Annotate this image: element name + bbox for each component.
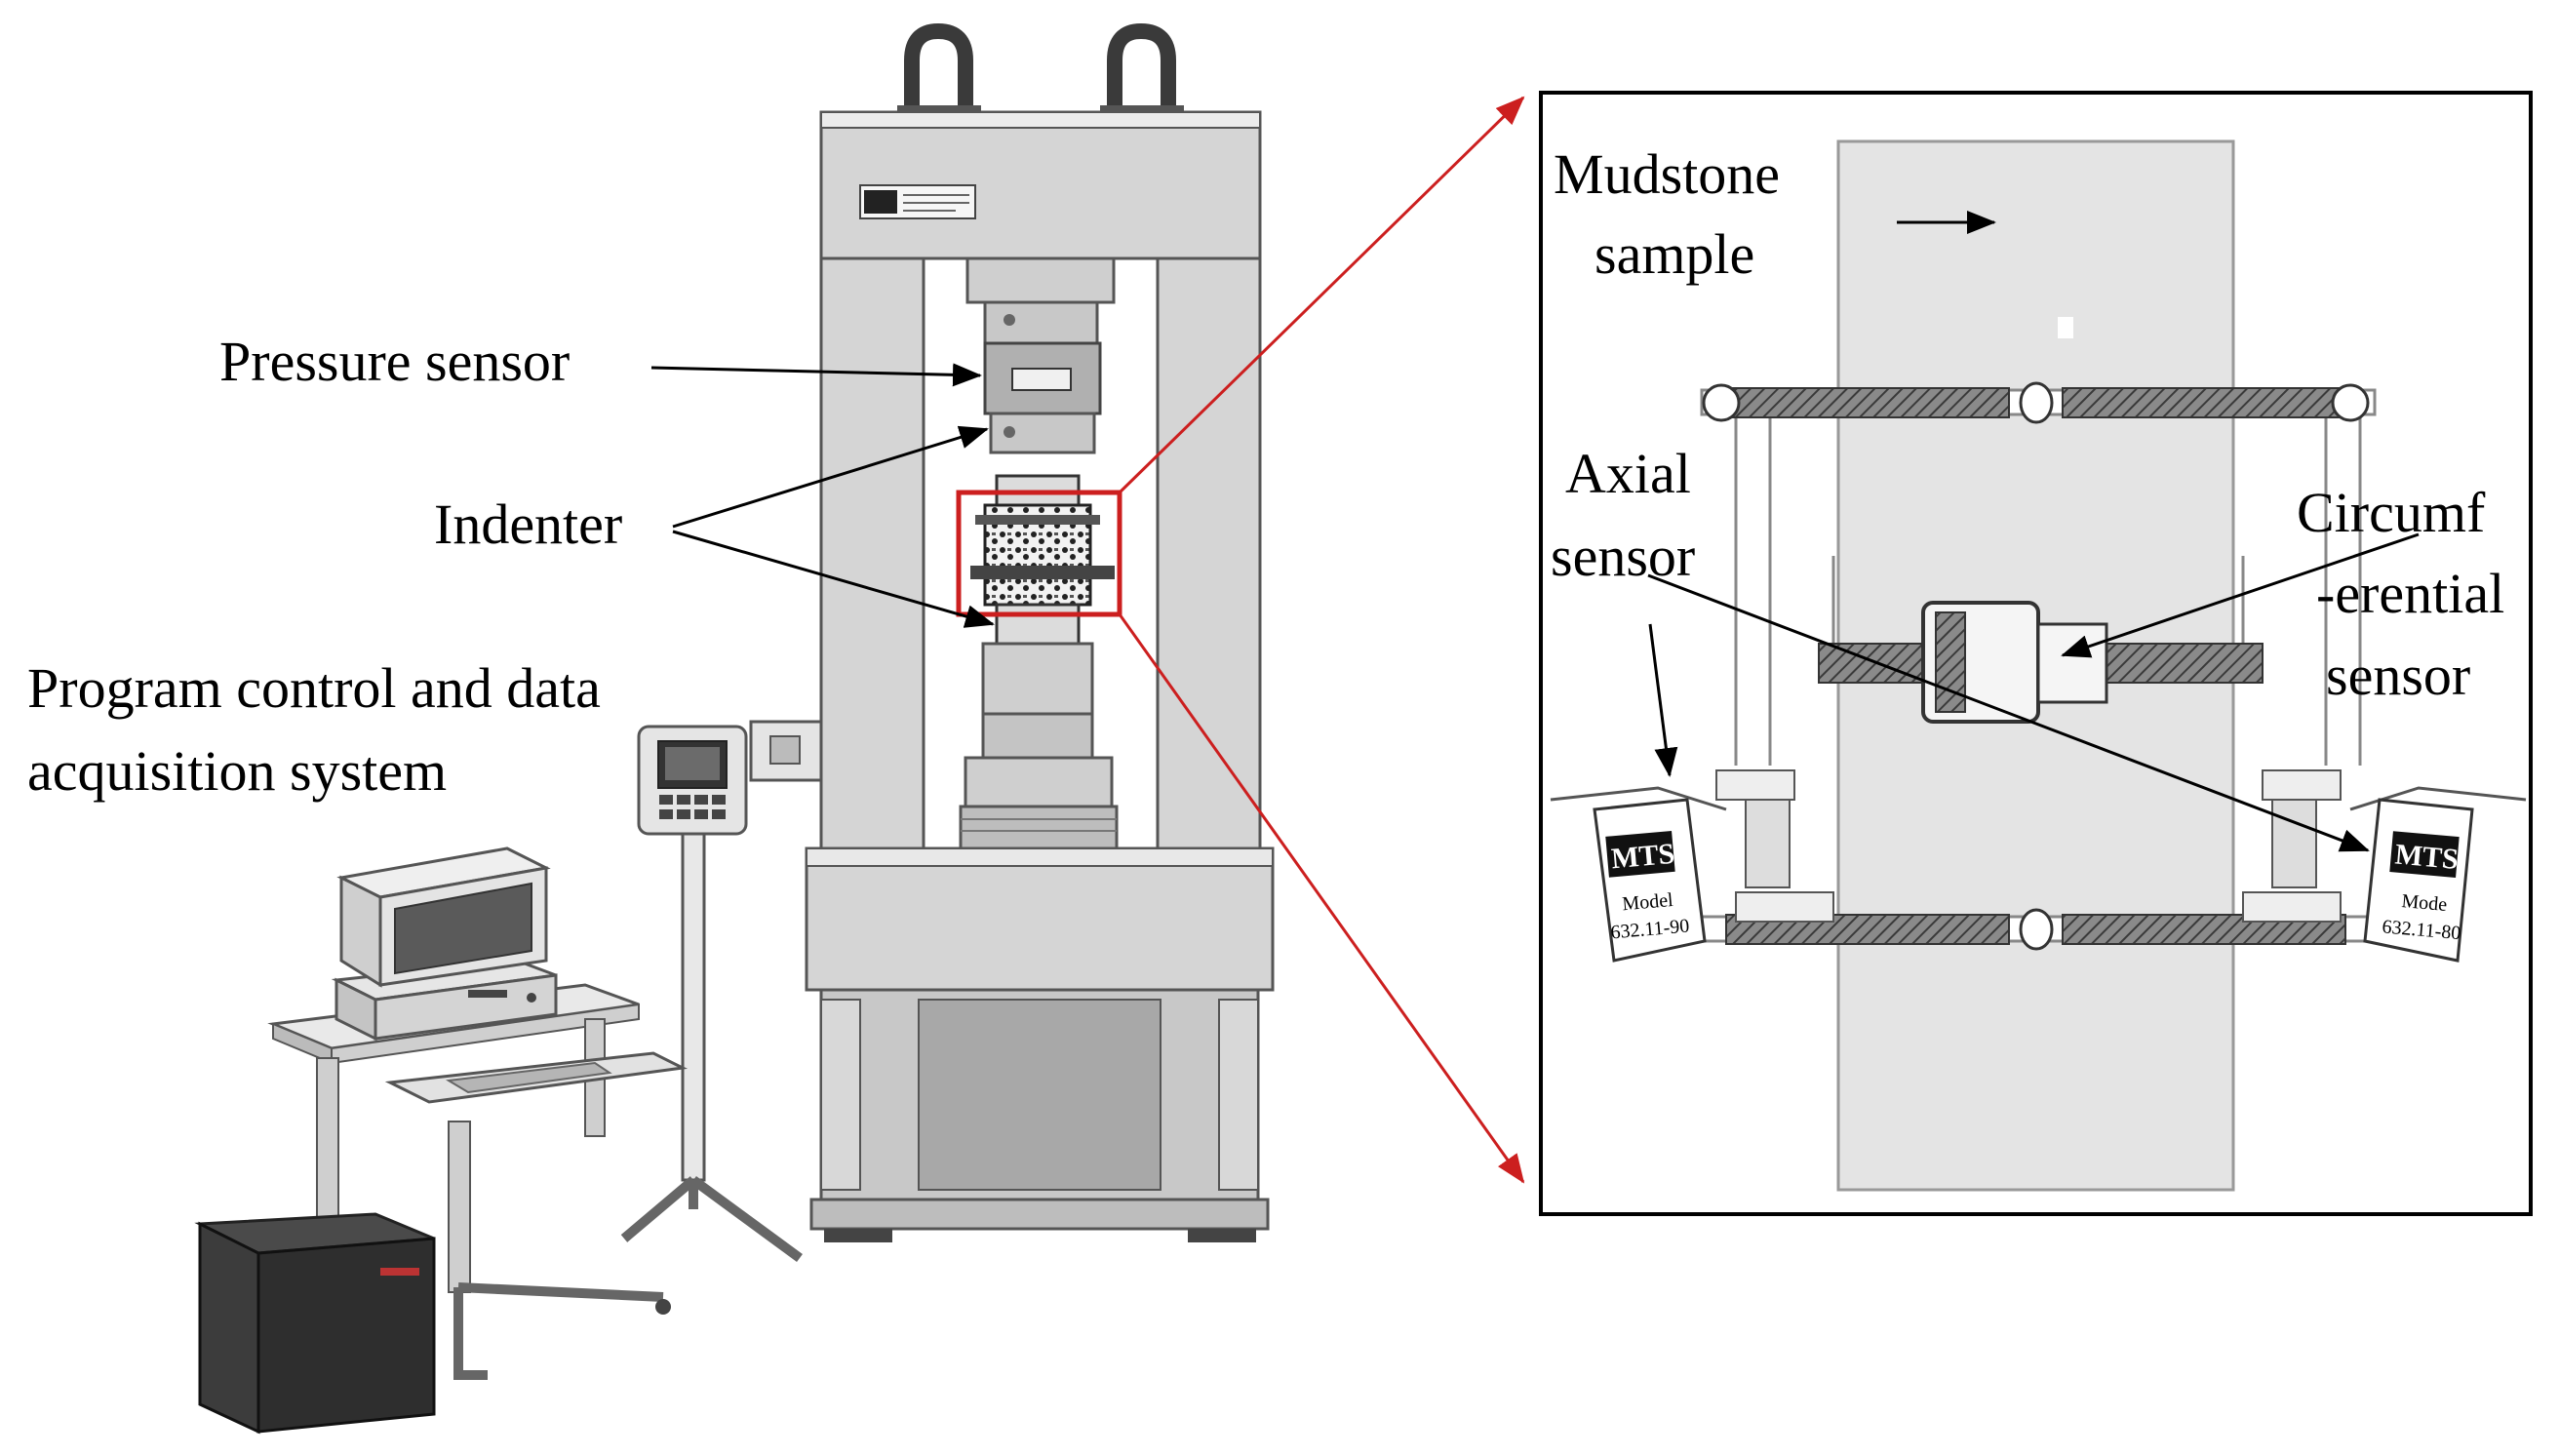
testing-machine <box>749 22 1275 1242</box>
pressure-sensor-arrow <box>650 363 982 387</box>
mts-logo-right: MTS <box>2393 839 2460 877</box>
indenter-arrow-lower <box>672 530 995 628</box>
mts-logo-left: MTS <box>1610 838 1676 876</box>
program-control-label-line1: Program control and data <box>27 656 601 720</box>
indenter-label: Indenter <box>434 492 622 556</box>
zoom-arrow-top <box>1118 96 1525 494</box>
axial-sensor-left: MTS Model 632.11-90 <box>1550 769 1834 963</box>
circumferential-sensor <box>1818 601 2264 724</box>
machine-base <box>805 846 1275 992</box>
controller-pod <box>620 725 803 1263</box>
zoom-arrow-bottom <box>1118 613 1525 1184</box>
computer-workstation <box>194 846 689 1435</box>
specimen-assembly <box>970 503 1115 607</box>
machine-column-right <box>1156 256 1262 850</box>
zoom-highlight-box <box>956 490 1122 617</box>
lower-indenter <box>995 603 1081 646</box>
lower-clamp-ring <box>1725 908 2346 951</box>
circ-label-line3: sensor <box>2326 644 2470 707</box>
mudstone-label-line2: sample <box>1594 222 1754 286</box>
axial-label-line1: Axial <box>1565 442 1691 505</box>
axial-label-line2: sensor <box>1551 525 1695 588</box>
indenter-arrow-upper <box>672 425 989 529</box>
model-word-left: Model <box>1622 889 1674 916</box>
pressure-sensor-label: Pressure sensor <box>219 330 570 393</box>
machine-nameplate <box>859 184 976 219</box>
upper-clamp-ring <box>1702 381 2370 424</box>
circ-label-line1: Circumf <box>2297 481 2486 544</box>
program-control-label-line2: acquisition system <box>27 739 447 803</box>
machine-column-left <box>819 256 925 850</box>
axial-arrow-diagonal <box>1647 573 2370 852</box>
axial-sensor-right: MTS Mode 632.11-80 <box>2242 769 2527 963</box>
lifting-hook-left <box>897 22 981 121</box>
circ-arrow <box>2061 532 2420 658</box>
detail-panel: MTS Model 632.11-90 MTS Mode 632.11-80 M… <box>1539 91 2533 1216</box>
circ-label-line2: -erential <box>2316 562 2504 625</box>
axial-arrow-down <box>1648 623 1678 777</box>
model-word-right: Mode <box>2401 890 2449 916</box>
lifting-hook-right <box>1100 22 1184 121</box>
mudstone-label-line1: Mudstone <box>1554 142 1780 206</box>
